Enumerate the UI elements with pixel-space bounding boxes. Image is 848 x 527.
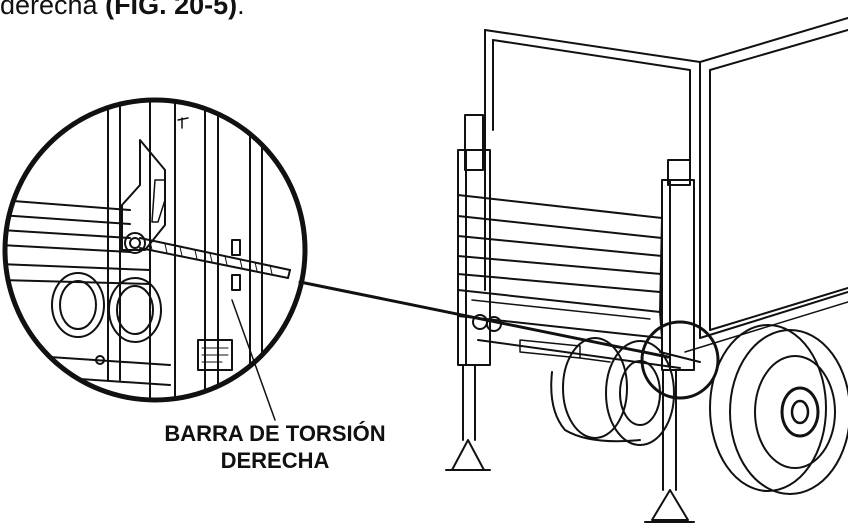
truck-body [484,17,848,353]
torsion-bar-label-line1: BARRA DE TORSIÓN [164,421,386,446]
label-leader-line [231,299,276,421]
figure-reference: (FIG. 20-5) [105,0,238,20]
caption-end: . [237,0,245,20]
torsion-bar-label: BARRA DE TORSIÓN DERECHA [120,420,430,474]
detail-target-circle [640,320,720,400]
caption: derecha (FIG. 20-5). [0,0,245,21]
torsion-bar-label-line2: DERECHA [220,448,330,473]
lift-platform [457,194,681,369]
lift-columns [445,114,695,523]
wheels [550,324,848,495]
callout-connector [298,280,670,359]
caption-text: derecha [0,0,106,20]
detail-circle-outline [2,97,308,403]
